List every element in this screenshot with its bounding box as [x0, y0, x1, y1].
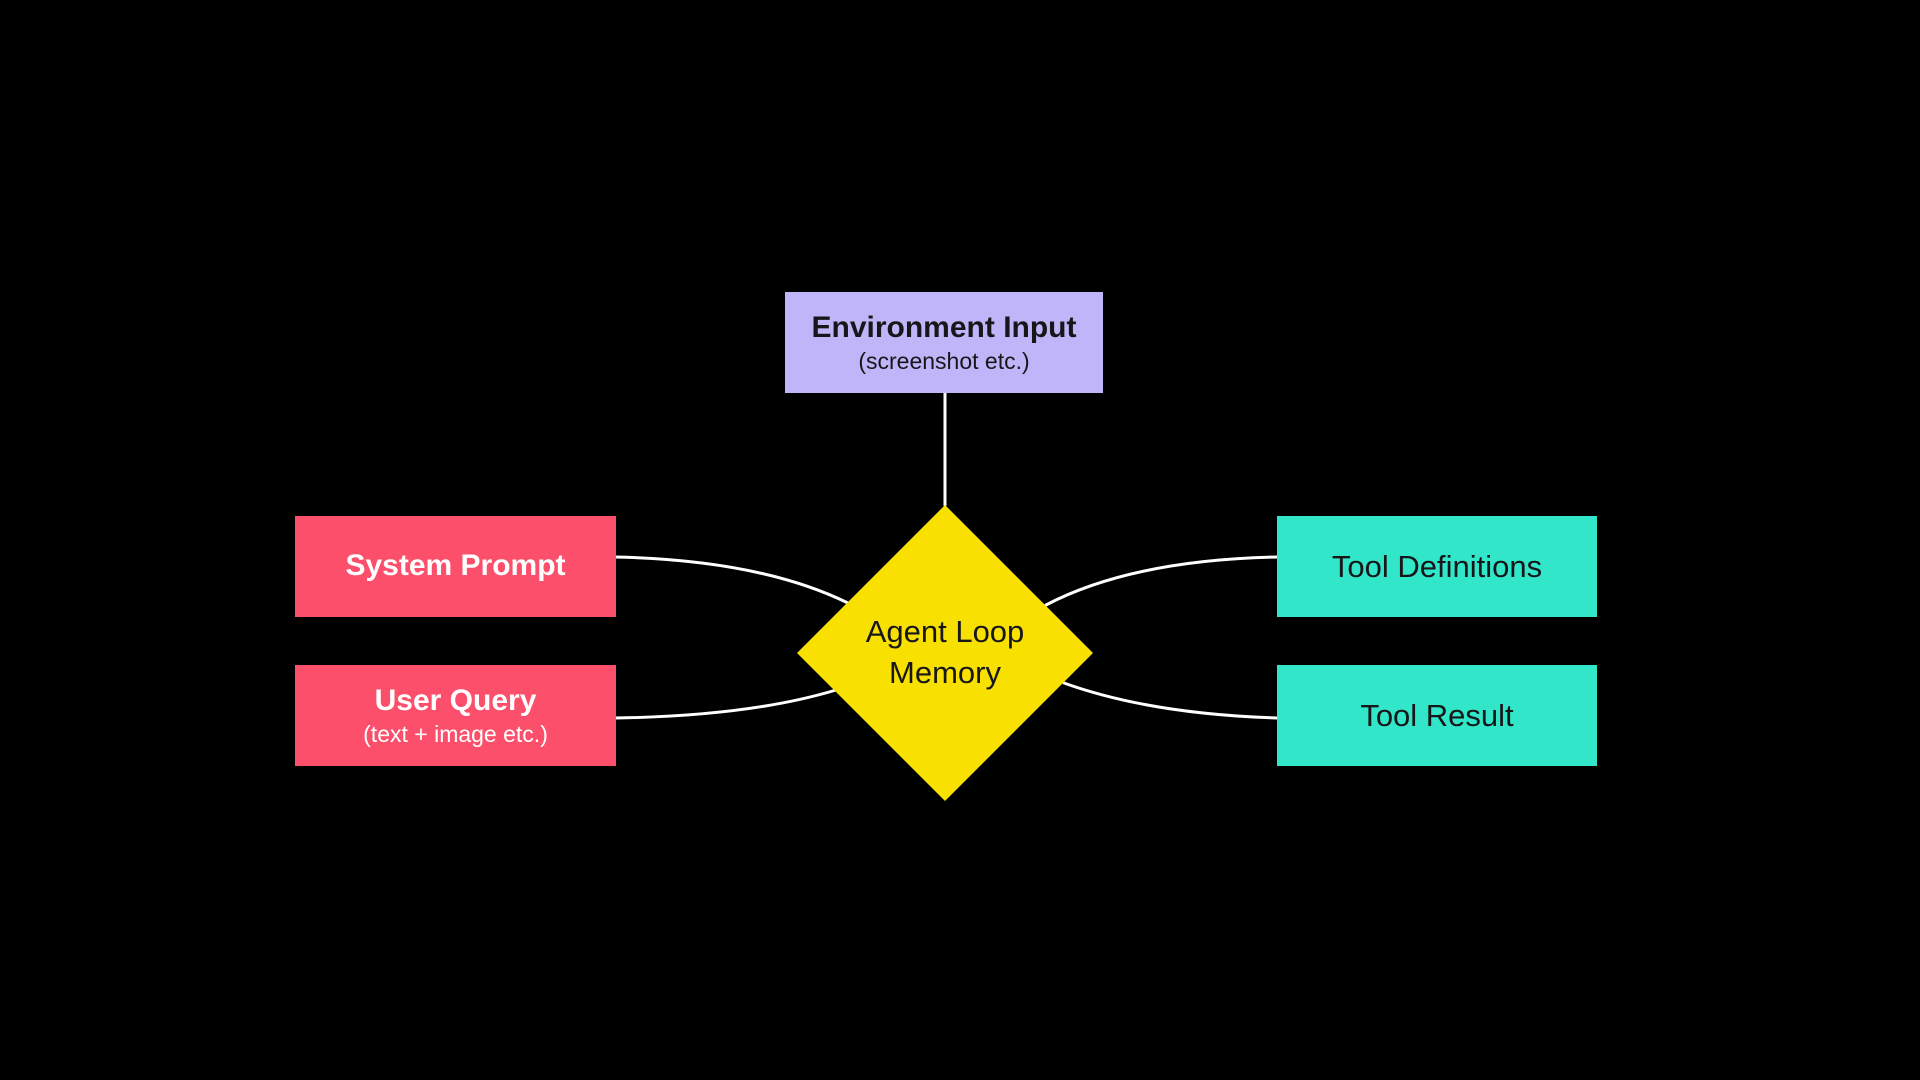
environment-input-node: Environment Input (screenshot etc.) [785, 292, 1103, 393]
tool-definitions-title: Tool Definitions [1331, 548, 1543, 584]
agent-loop-memory-label: Agent Loop Memory [865, 614, 1025, 690]
user-query-node: User Query (text + image etc.) [295, 665, 616, 766]
environment-input-subtitle: (screenshot etc.) [858, 347, 1030, 374]
user-query-subtitle: (text + image etc.) [363, 720, 548, 747]
system-prompt-title: System Prompt [345, 549, 566, 583]
tool-result-title: Tool Result [1360, 697, 1514, 733]
connector-system-prompt [614, 555, 850, 605]
tool-definitions-node: Tool Definitions [1277, 516, 1597, 617]
connector-user-query [614, 688, 838, 720]
connector-tool-result [1062, 681, 1279, 720]
system-prompt-node: System Prompt [295, 516, 616, 617]
environment-input-title: Environment Input [811, 311, 1077, 345]
agent-loop-diamond [797, 505, 1093, 801]
tool-result-node: Tool Result [1277, 665, 1597, 766]
user-query-title: User Query [374, 684, 537, 718]
connector-tool-definitions [1044, 555, 1279, 607]
